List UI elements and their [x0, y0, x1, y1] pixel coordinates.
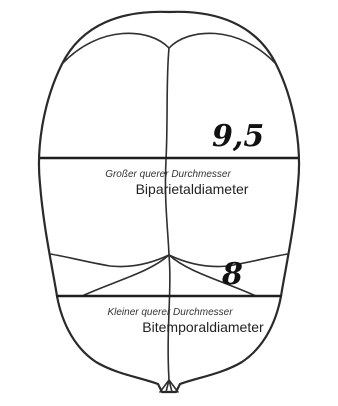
- bitemporal-caption: Kleiner querer Durchmesser: [107, 307, 233, 318]
- occipital-fan: [160, 380, 178, 392]
- right-frontal-suture: [169, 33, 276, 64]
- biparietal-value: 9,5: [212, 119, 264, 154]
- bitemporal-label: Bitemporaldiameter: [142, 319, 264, 335]
- biparietal-label: Biparietaldiameter: [136, 181, 249, 197]
- sagittal-suture: [165, 48, 169, 255]
- left-parietal-suture: [50, 254, 169, 267]
- bitemporal-value: 8: [221, 257, 243, 292]
- left-frontal-suture: [62, 33, 169, 64]
- biparietal-caption: Großer querer Durchmesser: [105, 169, 231, 180]
